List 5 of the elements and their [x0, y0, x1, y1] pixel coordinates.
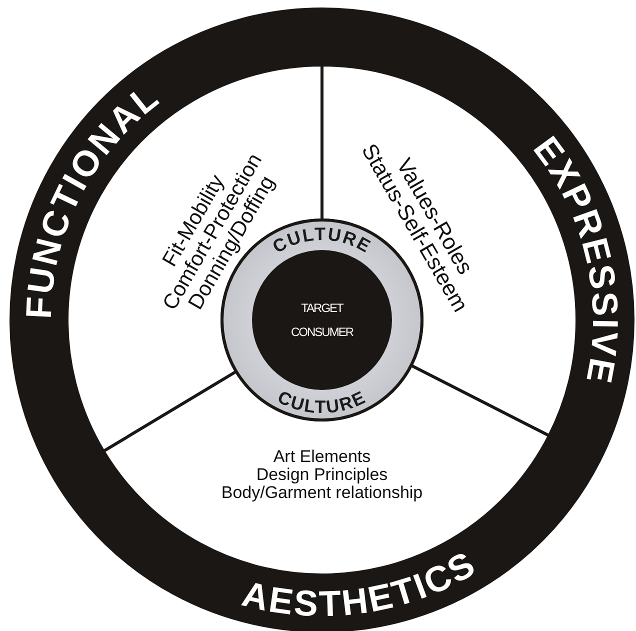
sector-text: Design Principles: [256, 466, 388, 484]
center-text: TARGET CONSUMER: [290, 300, 354, 341]
sector-text: Body/Garment relationship: [221, 484, 423, 502]
ring-label: CULTURE: [274, 386, 370, 418]
sector-text: Art Elements: [273, 448, 371, 466]
